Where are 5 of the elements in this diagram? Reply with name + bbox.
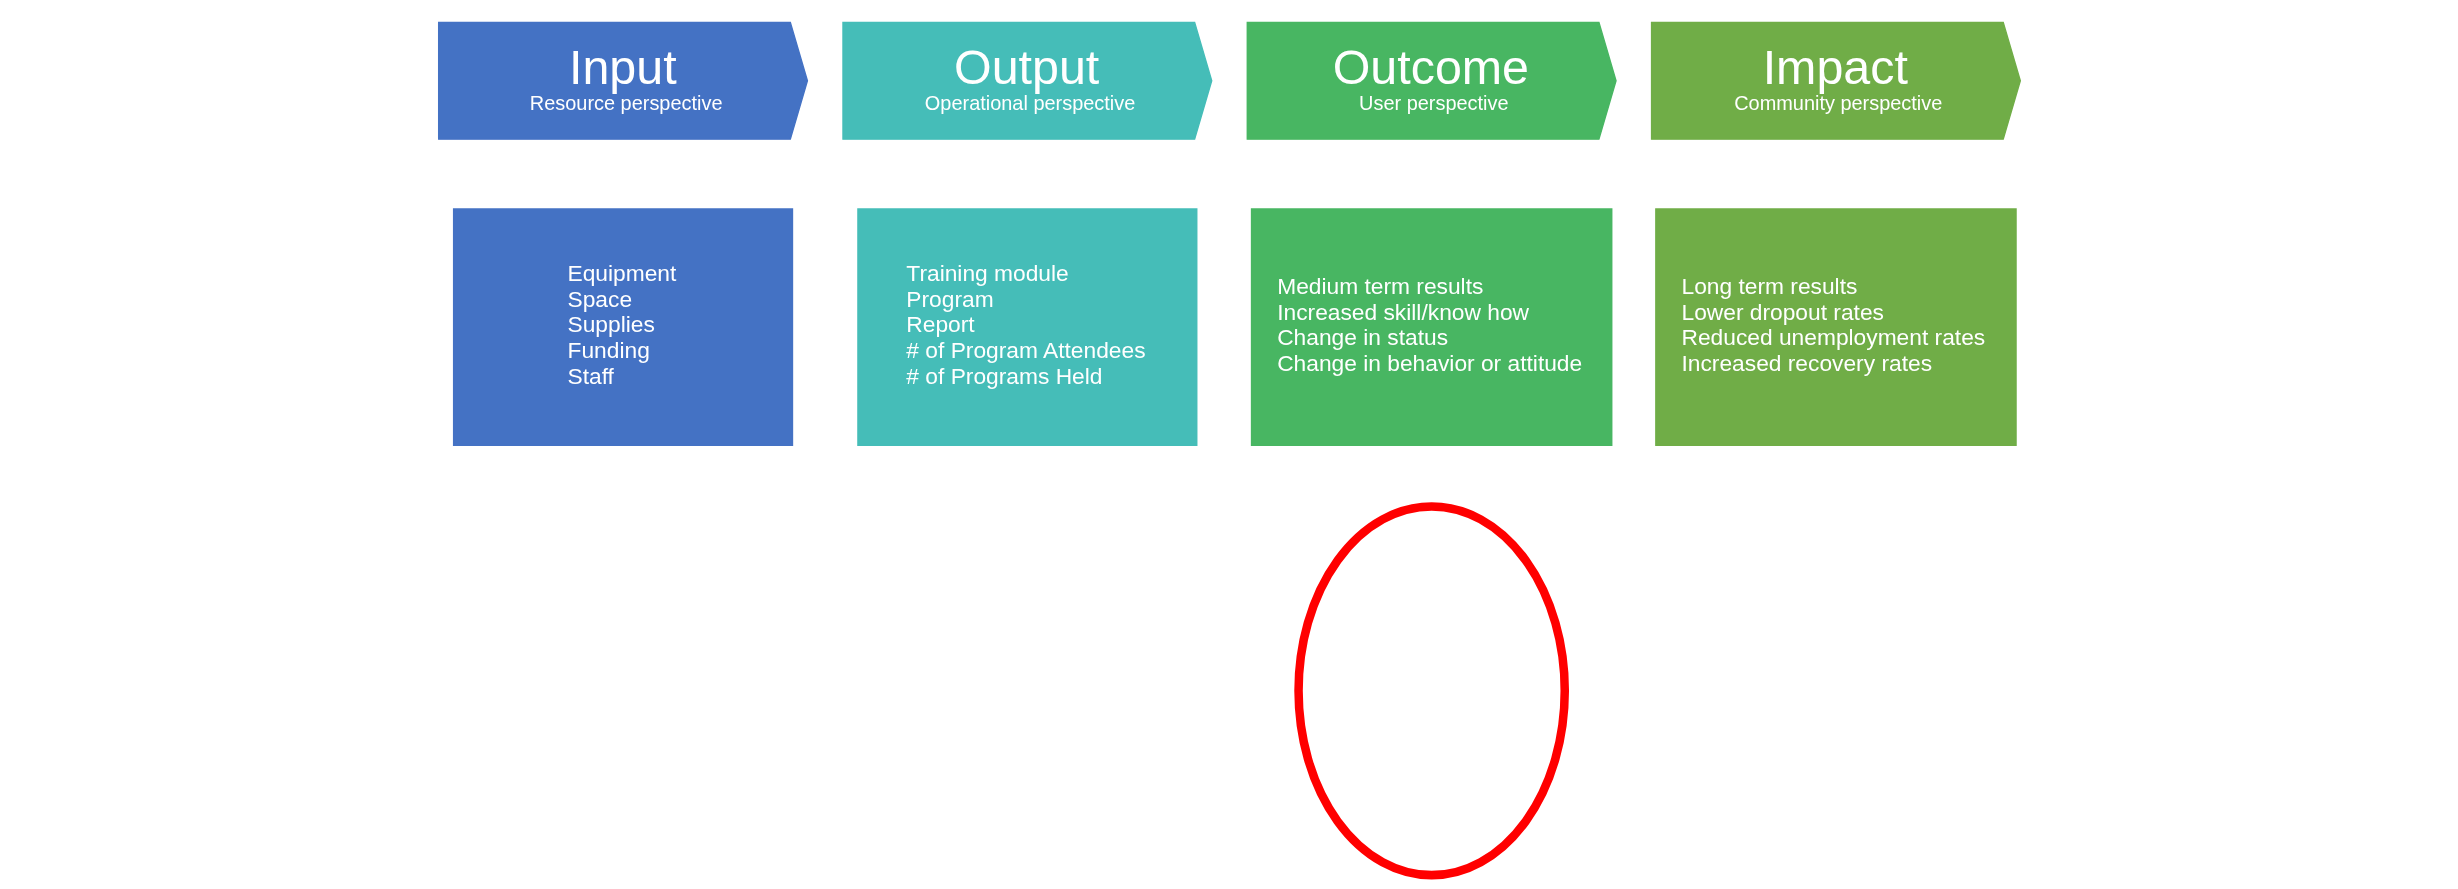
node-ellipse [1293,502,1569,880]
node-box: Medium term results Increased skill/know how Change in status Change in behavior or attitude [1250,208,1612,446]
node-box: Equipment Space Supplies Funding Staff [452,208,793,446]
node-box: Long term results Lower dropout rates Reduced unemployment rates Increased recovery rates [1654,208,2017,446]
node-box: Training module Program Report # of Program Attendees # of Programs Held [856,208,1197,446]
